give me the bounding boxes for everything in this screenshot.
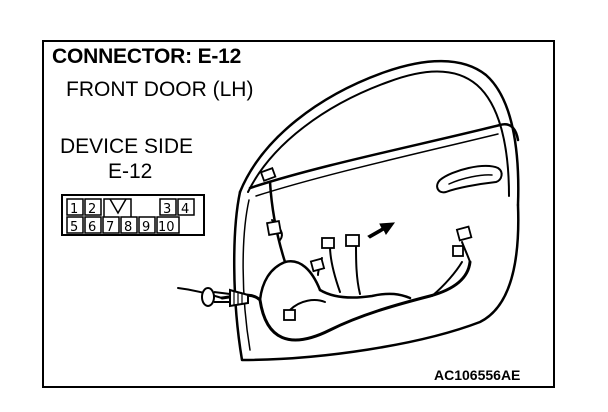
pin-number: 8 <box>124 220 132 235</box>
pin-cell <box>84 198 102 216</box>
arrow-left-icon <box>367 222 396 239</box>
pin-cell <box>102 216 120 234</box>
pin-number: 1 <box>70 202 78 217</box>
pin-number: 4 <box>181 202 189 217</box>
pin-cell <box>120 216 138 234</box>
pin-number: 6 <box>88 220 96 235</box>
connector-lock-notch-icon <box>109 198 127 215</box>
device-connector-code: E-12 <box>108 160 153 183</box>
pin-cell <box>84 216 102 234</box>
door-connectors <box>259 167 473 321</box>
pin-number: 5 <box>70 220 78 235</box>
connector-lock-notch-icon <box>103 198 132 217</box>
reference-code: AC106556AE <box>434 367 521 383</box>
pin-cell <box>66 198 84 216</box>
device-side-label: DEVICE SIDE <box>60 135 194 158</box>
harness-grommet <box>201 287 249 308</box>
connector-title: CONNECTOR: E-12 <box>52 45 242 68</box>
pin-cell <box>138 216 156 234</box>
connector-center-1 <box>321 237 335 249</box>
connector-top <box>259 167 277 182</box>
wiring-harness <box>177 180 472 342</box>
connector-center-2-e12 <box>345 234 360 247</box>
connector-middle <box>309 257 326 273</box>
pin-number: 10 <box>158 220 175 235</box>
pin-number: 3 <box>163 202 171 217</box>
pin-number: 2 <box>88 202 96 217</box>
door-subtitle: FRONT DOOR (LH) <box>66 78 254 101</box>
connector-outline <box>61 194 205 236</box>
front-door-panel-icon <box>233 59 520 362</box>
pin-cell <box>66 216 84 234</box>
pin-number: 9 <box>142 220 150 235</box>
connector-pin-numbers: 1 2 3 4 5 6 7 8 9 10 <box>70 202 189 235</box>
pin-cell <box>159 198 177 216</box>
connector-upper-left <box>266 220 282 236</box>
connector-face <box>61 194 205 236</box>
pin-cell <box>156 216 180 234</box>
pin-number: 7 <box>106 220 114 235</box>
diagram-frame <box>42 40 555 388</box>
connector-right <box>455 225 473 242</box>
pin-cell <box>177 198 195 216</box>
connector-right-lower <box>452 245 464 257</box>
connector-lower-left <box>283 309 296 321</box>
